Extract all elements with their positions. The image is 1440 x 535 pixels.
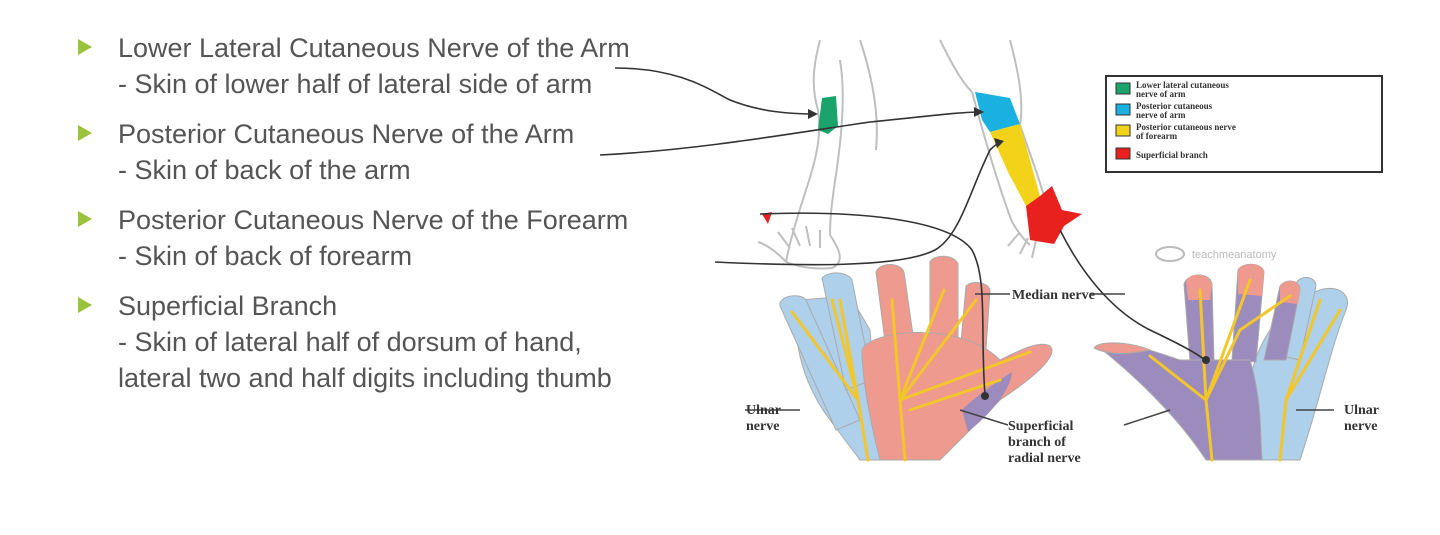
legend-label: nerve of arm [1136, 110, 1186, 120]
ulnar-nerve-label-right: nerve [1344, 419, 1377, 434]
superficial-branch-label: Superficial [1008, 419, 1073, 434]
bullet-description: - Skin of back of forearm [118, 241, 413, 271]
superficial-branch-label: branch of [1008, 435, 1066, 450]
left-hand [779, 255, 1053, 462]
bullet-superficial-branch: Superficial Branch - Skin of lateral hal… [70, 288, 750, 396]
lower-lateral-region [818, 96, 838, 134]
ulnar-nerve-label-left: Ulnar [746, 403, 781, 418]
bullet-description-continued: lateral two and half digits including th… [118, 363, 612, 393]
legend-swatch [1115, 82, 1131, 95]
legend-swatch [1115, 103, 1131, 116]
legend-swatch [1115, 124, 1131, 137]
legend-label: of forearm [1136, 131, 1178, 141]
legend-swatch [1115, 147, 1131, 160]
posterior-forearm-region [990, 124, 1040, 206]
bullet-posterior-cutaneous-arm: Posterior Cutaneous Nerve of the Arm - S… [70, 116, 750, 188]
bullet-title: Posterior Cutaneous Nerve of the Arm [118, 119, 575, 149]
bullet-title: Posterior Cutaneous Nerve of the Forearm [118, 205, 629, 235]
bullet-posterior-cutaneous-forearm: Posterior Cutaneous Nerve of the Forearm… [70, 202, 750, 274]
bullet-arrow-icon [78, 211, 92, 227]
bullet-description: - Skin of lower half of lateral side of … [118, 69, 593, 99]
bullet-arrow-icon [78, 39, 92, 55]
watermark: teachmeanatomy [1155, 246, 1277, 262]
median-nerve-label: Median nerve [1012, 288, 1095, 303]
legend-label: nerve of arm [1136, 89, 1186, 99]
watermark-logo-icon [1155, 246, 1185, 262]
watermark-text: teachmeanatomy [1192, 249, 1277, 261]
posterior-arm-region [975, 92, 1020, 132]
bullet-title: Superficial Branch [118, 291, 338, 321]
leader-lines [745, 293, 1334, 426]
bullet-arrow-icon [78, 125, 92, 141]
ulnar-nerve-label-right: Ulnar [1344, 403, 1379, 418]
bullet-arrow-icon [78, 297, 92, 313]
right-hand [1093, 263, 1348, 462]
legend-label: Posterior cutaneous [1136, 101, 1213, 111]
superficial-branch-region [1026, 186, 1082, 244]
bullet-list: Lower Lateral Cutaneous Nerve of the Arm… [70, 30, 750, 410]
legend-label: Posterior cutaneous nerve [1136, 122, 1236, 132]
bullet-title: Lower Lateral Cutaneous Nerve of the Arm [118, 33, 630, 63]
legend-label: Superficial branch [1136, 150, 1208, 160]
superficial-branch-label: radial nerve [1008, 451, 1081, 466]
bullet-description: - Skin of back of the arm [118, 155, 411, 185]
bullet-description: - Skin of lateral half of dorsum of hand… [118, 327, 582, 357]
pointer-lines [599, 67, 1210, 400]
arm-figures [757, 39, 1046, 270]
bullet-lower-lateral-cutaneous: Lower Lateral Cutaneous Nerve of the Arm… [70, 30, 750, 102]
legend-label: Lower lateral cutaneous [1136, 80, 1229, 90]
superficial-branch-region-small [762, 212, 772, 224]
legend: Lower lateral cutaneous nerve of arm Pos… [1105, 75, 1383, 173]
ulnar-nerve-label-left: nerve [746, 419, 779, 434]
